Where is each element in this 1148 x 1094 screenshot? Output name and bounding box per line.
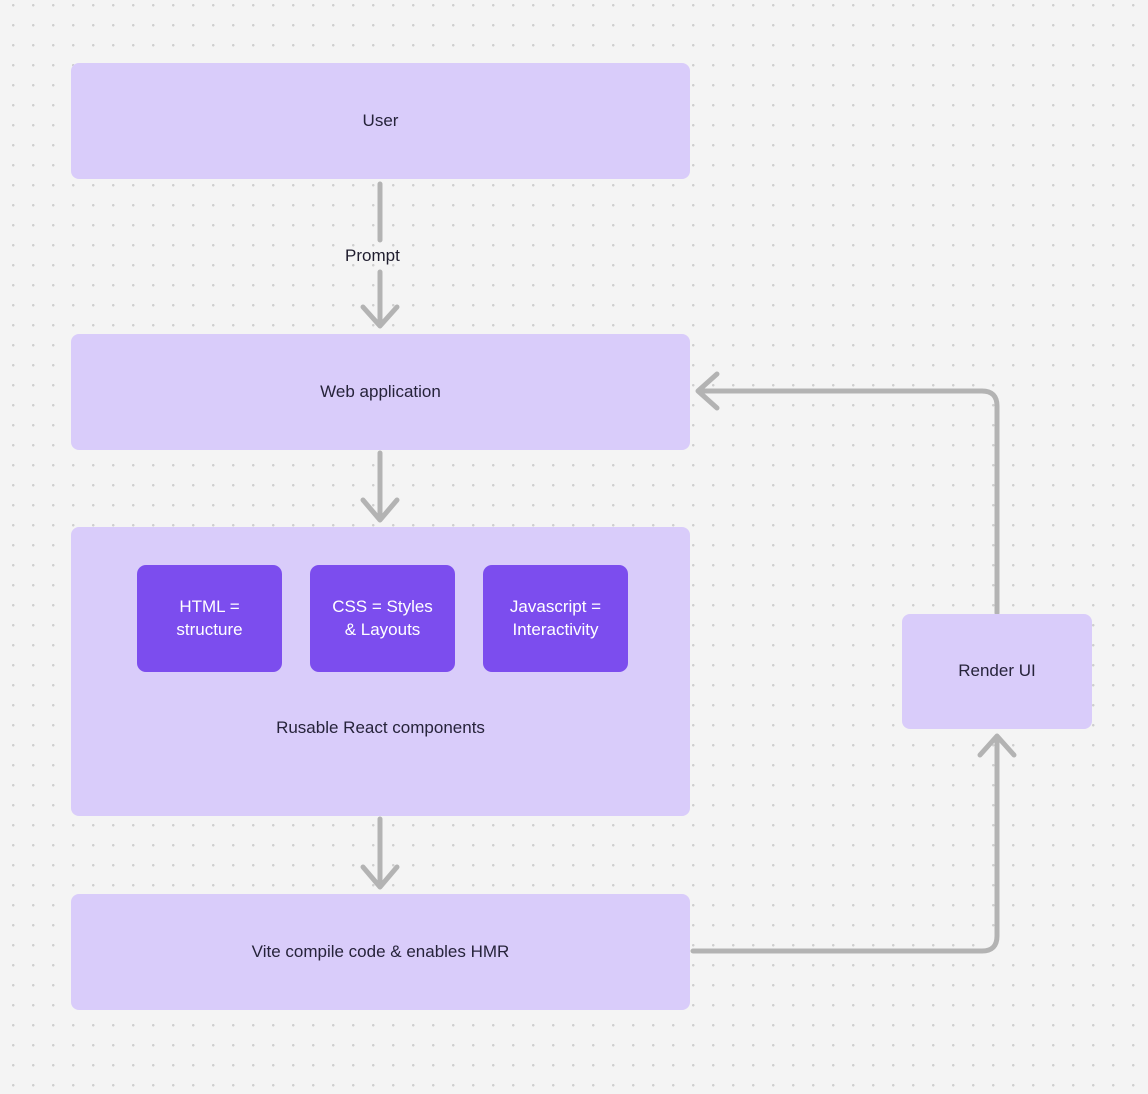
edge-components-to-vite: [360, 816, 400, 890]
arrowhead-down-vite: [360, 864, 400, 890]
node-vite-label: Vite compile code & enables HMR: [251, 941, 510, 961]
sub-node-css-label: CSS = Styles& Layouts: [332, 597, 433, 639]
node-web-application-label: Web application: [320, 381, 441, 401]
node-render-ui-label: Render UI: [958, 661, 1036, 681]
node-user-label: User: [362, 110, 399, 130]
sub-node-css[interactable]: CSS = Styles& Layouts: [310, 565, 455, 672]
arrowhead-down-webapp: [360, 304, 400, 329]
edge-render-to-webapp: [695, 371, 1000, 616]
edge-webapp-to-components: [360, 450, 400, 523]
arrowhead-down-components: [360, 497, 400, 523]
edge-vite-to-render: [690, 733, 1017, 954]
sub-node-javascript[interactable]: Javascript =Interactivity: [483, 565, 628, 672]
sub-node-row: HTML =structure CSS = Styles& Layouts Ja…: [137, 565, 628, 672]
node-web-application[interactable]: Web application: [71, 334, 690, 450]
sub-node-html-label: HTML =structure: [176, 597, 243, 639]
edge-label-prompt: Prompt: [345, 246, 400, 265]
sub-node-javascript-label: Javascript =Interactivity: [509, 597, 602, 639]
node-vite[interactable]: Vite compile code & enables HMR: [71, 894, 690, 1010]
sub-node-html[interactable]: HTML =structure: [137, 565, 282, 672]
edge-line-render-webapp: [697, 388, 1000, 616]
node-react-components-label: Rusable React components: [276, 718, 485, 737]
arrowhead-up-render: [977, 733, 1017, 758]
node-react-components[interactable]: HTML =structure CSS = Styles& Layouts Ja…: [71, 527, 690, 816]
arrowhead-left-webapp: [695, 371, 720, 411]
edge-line-vite-render: [690, 735, 1000, 954]
node-render-ui[interactable]: Render UI: [902, 614, 1092, 729]
node-user[interactable]: User: [71, 63, 690, 179]
